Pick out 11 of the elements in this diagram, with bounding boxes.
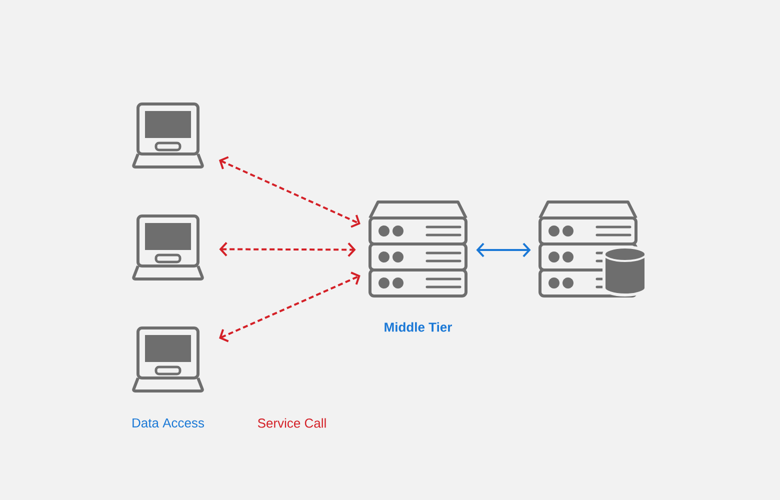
arrow	[218, 156, 360, 228]
arrow	[219, 272, 360, 342]
laptop-icon	[132, 214, 204, 280]
node-label: Middle Tier	[384, 322, 452, 332]
arrow	[219, 242, 356, 257]
laptop-icon	[132, 326, 204, 392]
database-server-icon	[538, 200, 648, 298]
note-label: Data Access	[132, 418, 204, 428]
arrow	[476, 242, 531, 258]
laptop-icon	[132, 102, 204, 168]
note-label: Service Call	[258, 418, 326, 428]
